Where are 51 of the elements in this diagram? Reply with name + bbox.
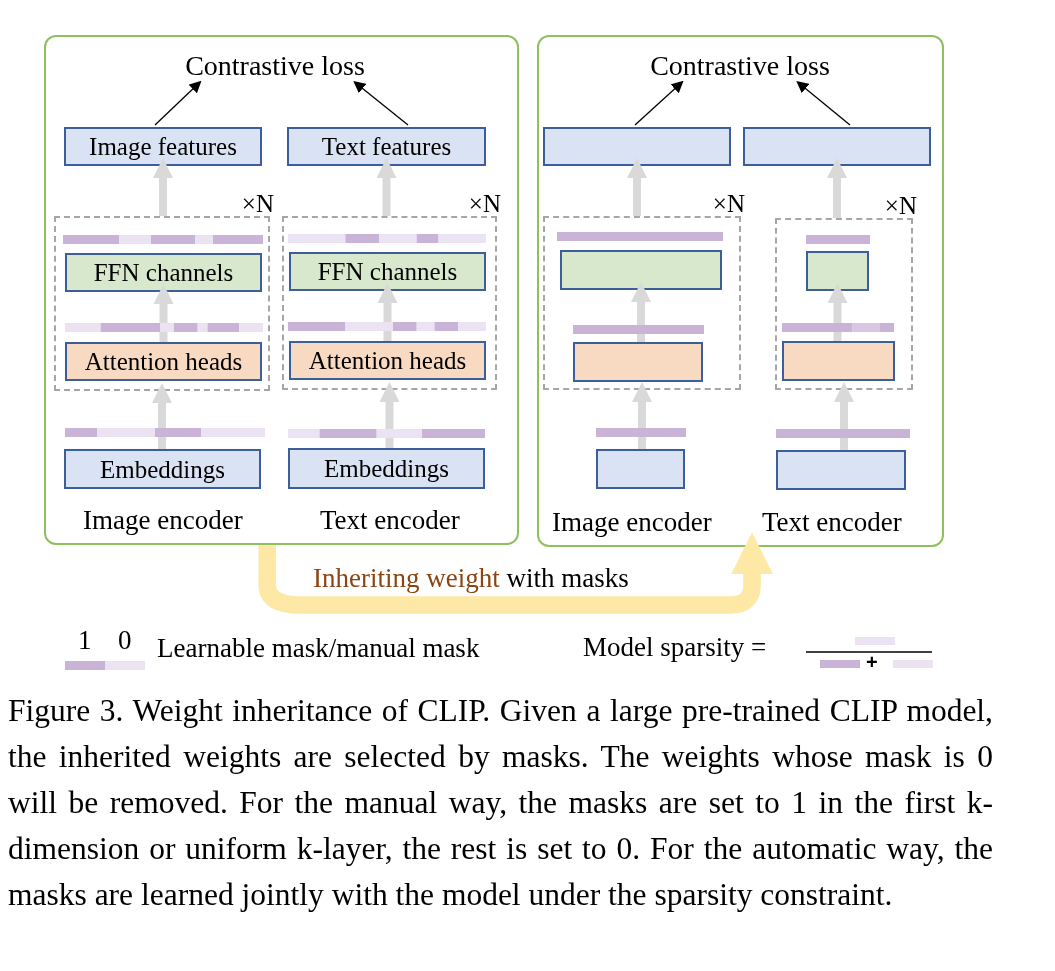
feature-box: Embeddings (64, 449, 261, 489)
block-arrow (152, 383, 172, 449)
feature-box: Text features (287, 127, 486, 166)
encoder-label: Image encoder (552, 509, 712, 536)
model-panel (44, 35, 519, 545)
block-arrow (827, 158, 847, 218)
arrow (353, 81, 409, 126)
loss-label: Contrastive loss (625, 48, 855, 84)
feature-box: Image features (64, 127, 262, 166)
block-arrow (153, 284, 174, 342)
legend-label: 1 (78, 627, 92, 654)
block-arrow (376, 158, 397, 216)
encoder-label: Image encoder (83, 507, 243, 534)
block-arrow (153, 158, 173, 216)
feature-box (543, 127, 731, 166)
feature-box (743, 127, 931, 166)
feature-box (596, 449, 685, 489)
loss-label: Contrastive loss (160, 48, 390, 84)
repeat-count: ×N (712, 191, 745, 216)
block-arrow (834, 382, 854, 450)
repeat-count: ×N (241, 191, 274, 216)
attention-box: Attention heads (289, 341, 486, 380)
block-arrow (627, 158, 647, 216)
encoder-label: Text encoder (762, 509, 902, 536)
note-text: Learnable mask/manual mask (157, 635, 480, 662)
block-arrow (632, 382, 652, 449)
edge-label: Inheriting weight with masks (313, 565, 629, 592)
model-panel (537, 35, 944, 547)
arrow (154, 80, 202, 126)
attention-box (782, 341, 895, 381)
feature-box: Embeddings (288, 448, 485, 489)
arrow (634, 80, 684, 126)
encoder-label: Text encoder (320, 507, 460, 534)
block-arrow (379, 382, 400, 448)
arrow (796, 80, 851, 126)
formula-label: Model sparsity = (583, 634, 767, 661)
attention-box (573, 342, 703, 382)
plus-sign: + (866, 652, 878, 672)
caption: Figure 3. Weight inheritance of CLIP. Given a large pre-trained CLIP model, the inherited weights are selected by masks. The weights whose mask is 0 will be removed. For the manual way, the masks are set to 1 in the first k-dimension or uniform k-layer, the rest is set to 0. For the automatic way, the masks are learned jointly with the model under the sparsity constraint. (8, 692, 993, 914)
ffn-box: FFN channels (289, 252, 486, 291)
block-arrow (631, 282, 651, 342)
ffn-box (806, 251, 869, 291)
attention-box: Attention heads (65, 342, 262, 381)
feature-box (776, 450, 906, 490)
legend-label: 0 (118, 627, 132, 654)
block-arrow (827, 283, 848, 341)
repeat-count: ×N (884, 193, 917, 218)
ffn-box: FFN channels (65, 253, 262, 292)
repeat-count: ×N (468, 191, 501, 216)
ffn-box (560, 250, 722, 290)
block-arrow (377, 283, 398, 341)
